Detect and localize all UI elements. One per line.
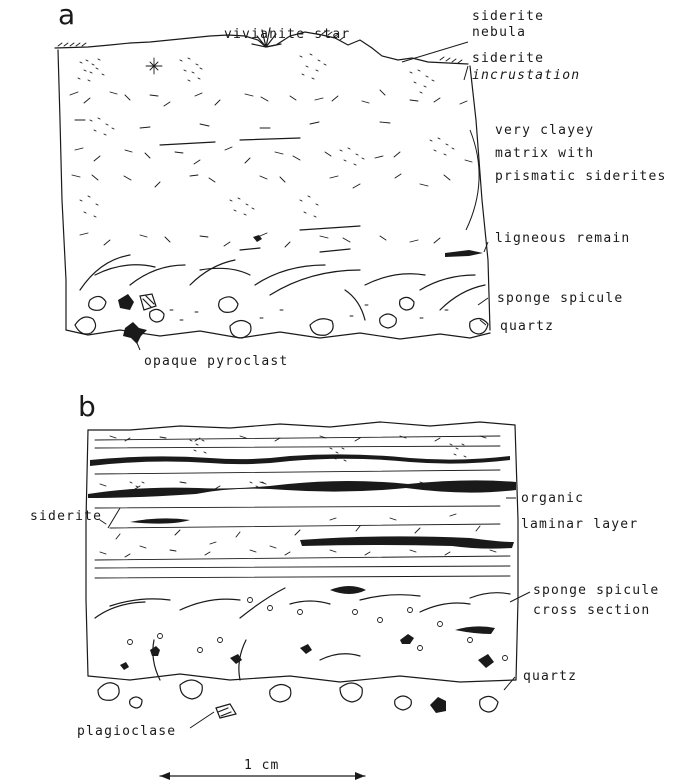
label-vivianite-star: vivianite star xyxy=(224,27,350,42)
label-clayey-2: matrix with xyxy=(495,146,594,161)
panel-b-leaders xyxy=(108,498,530,728)
panel-b-drawing xyxy=(86,422,518,718)
label-clayey-3: prismatic siderites xyxy=(495,169,667,184)
scale-bar-label: 1 cm xyxy=(244,758,279,773)
label-siderite-nebula-1: siderite xyxy=(472,9,544,24)
label-quartz-b: quartz xyxy=(523,669,577,684)
label-clayey-1: very clayey xyxy=(495,123,594,138)
panel-a-leaders xyxy=(134,32,488,350)
panel-b-letter: b xyxy=(78,390,96,423)
panel-a-letter: a xyxy=(58,0,75,31)
label-quartz-a: quartz xyxy=(500,319,554,334)
label-sponge-spicule: sponge spicule xyxy=(497,291,623,306)
label-siderite-incrustation-2: incrustation xyxy=(472,68,580,83)
scale-bar xyxy=(160,772,365,780)
label-sponge-b-2: cross section xyxy=(533,603,650,618)
panel-a-drawing xyxy=(55,28,490,344)
label-ligneous-remain: ligneous remain xyxy=(495,231,630,246)
label-organic-1: organic xyxy=(521,491,584,506)
label-opaque-pyroclast: opaque pyroclast xyxy=(144,354,288,369)
label-plagioclase: plagioclase xyxy=(77,724,176,739)
label-organic-2: laminar layer xyxy=(521,517,638,532)
label-siderite-incrustation-1: siderite xyxy=(472,51,544,66)
label-siderite-nebula-2: nebula xyxy=(472,25,526,40)
label-siderite-b: siderite xyxy=(30,509,102,524)
label-sponge-b-1: sponge spicule xyxy=(533,583,659,598)
